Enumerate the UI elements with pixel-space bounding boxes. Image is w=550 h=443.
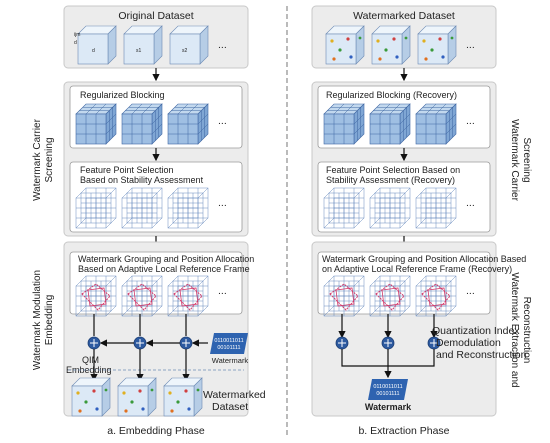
feature-point-box bbox=[69, 161, 243, 233]
embed-operator bbox=[179, 336, 193, 350]
cube-label: ijm bbox=[74, 32, 80, 38]
watermark-bits: 0110011011 bbox=[214, 338, 243, 344]
embed-operator bbox=[133, 336, 147, 350]
side-label-screening: Screening bbox=[44, 137, 55, 182]
cube-label: s1 bbox=[136, 48, 142, 54]
feature-point-label: Feature Point Selection bbox=[80, 165, 174, 175]
ellipsis: ... bbox=[466, 197, 475, 209]
watermarked-cube-icon bbox=[163, 377, 203, 417]
quantization-label: Quantization Index bbox=[432, 325, 520, 337]
ellipsis: ... bbox=[218, 115, 227, 127]
ellipsis: ... bbox=[218, 197, 227, 209]
watermark-label: Watermark bbox=[365, 402, 412, 412]
side-label-modulation: Embedding bbox=[44, 295, 55, 346]
side-label-modulation: Watermark Modulation bbox=[32, 270, 43, 370]
watermark-icon bbox=[368, 379, 408, 400]
watermarked-cube-icon bbox=[117, 377, 157, 417]
quantization-label: Demodulation bbox=[436, 337, 501, 349]
feature-point-recovery-box bbox=[317, 161, 491, 233]
grid-cube-icon bbox=[415, 103, 457, 145]
extract-operator bbox=[381, 336, 395, 350]
ellipsis: ... bbox=[466, 115, 475, 127]
watermarked-cube-icon bbox=[325, 25, 365, 65]
embed-operator bbox=[87, 336, 101, 350]
cube-label: s2 bbox=[182, 48, 188, 54]
watermarked-dataset-title: Watermarked Dataset bbox=[353, 10, 455, 22]
caption-embedding: a. Embedding Phase bbox=[107, 425, 205, 437]
cube-label: d bbox=[92, 48, 95, 54]
right-panel: Watermarked Dataset ... Regularized Bloc… bbox=[311, 5, 532, 437]
watermarked-cube-icon bbox=[371, 25, 411, 65]
qim-label: QIM bbox=[82, 355, 99, 365]
ellipsis: ... bbox=[466, 39, 475, 51]
side-label-extraction: Watermark Extraction and bbox=[509, 272, 520, 387]
watermark-bits: 0110011011 bbox=[373, 384, 402, 390]
watermarked-dataset-label: Watermarked bbox=[203, 389, 266, 401]
left-panel: Original Dataset ijm d d s1 s2 ... Regul… bbox=[32, 5, 266, 437]
side-label-extraction: Reconstruction bbox=[521, 297, 532, 364]
grid-cube-icon bbox=[75, 103, 117, 145]
grid-cube-icon bbox=[167, 103, 209, 145]
cube-icon bbox=[77, 25, 117, 65]
cube-icon bbox=[123, 25, 163, 65]
watermark-grouping-recovery-label: on Adaptive Local Reference Frame (Recov… bbox=[322, 264, 512, 274]
ellipsis: ... bbox=[218, 39, 227, 51]
grid-cube-icon bbox=[323, 103, 365, 145]
watermarked-cube-icon bbox=[71, 377, 111, 417]
ellipsis: ... bbox=[466, 285, 475, 297]
regularized-blocking-recovery-label: Regularized Blocking (Recovery) bbox=[326, 90, 457, 100]
watermark-grouping-label: Watermark Grouping and Position Allocati… bbox=[78, 254, 254, 264]
quantization-label: and Reconstruction bbox=[436, 349, 527, 361]
extract-operator bbox=[335, 336, 349, 350]
watermark-grouping-recovery-label: Watermark Grouping and Position Allocati… bbox=[322, 254, 526, 264]
ellipsis: ... bbox=[218, 285, 227, 297]
watermark-bits: 00101111 bbox=[217, 345, 240, 351]
watermark-bits: 00101111 bbox=[376, 391, 399, 397]
watermarked-dataset-label: Dataset bbox=[212, 401, 248, 413]
side-label-screening: Screening bbox=[521, 137, 532, 182]
caption-extraction: b. Extraction Phase bbox=[358, 425, 449, 437]
watermark-grouping-recovery-box bbox=[317, 251, 491, 315]
cube-label: d bbox=[74, 40, 77, 46]
original-dataset-title: Original Dataset bbox=[118, 10, 193, 22]
side-label-screening: Watermark Carrier bbox=[32, 118, 43, 201]
watermark-icon bbox=[210, 333, 248, 354]
regularized-blocking-label: Regularized Blocking bbox=[80, 90, 165, 100]
watermark-grouping-box bbox=[69, 251, 243, 315]
feature-point-recovery-label: Stability Assessment (Recovery) bbox=[326, 175, 455, 185]
side-label-screening: Watermark Carrier bbox=[509, 119, 520, 202]
watermarked-cube-icon bbox=[417, 25, 457, 65]
grid-cube-icon bbox=[121, 103, 163, 145]
feature-point-label: Based on Stability Assessment bbox=[80, 175, 204, 185]
feature-point-recovery-label: Feature Point Selection Based on bbox=[326, 165, 460, 175]
watermark-label: Watermark bbox=[212, 356, 249, 365]
cube-icon bbox=[169, 25, 209, 65]
grid-cube-icon bbox=[369, 103, 411, 145]
watermark-grouping-label: Based on Adaptive Local Reference Frame bbox=[78, 264, 250, 274]
